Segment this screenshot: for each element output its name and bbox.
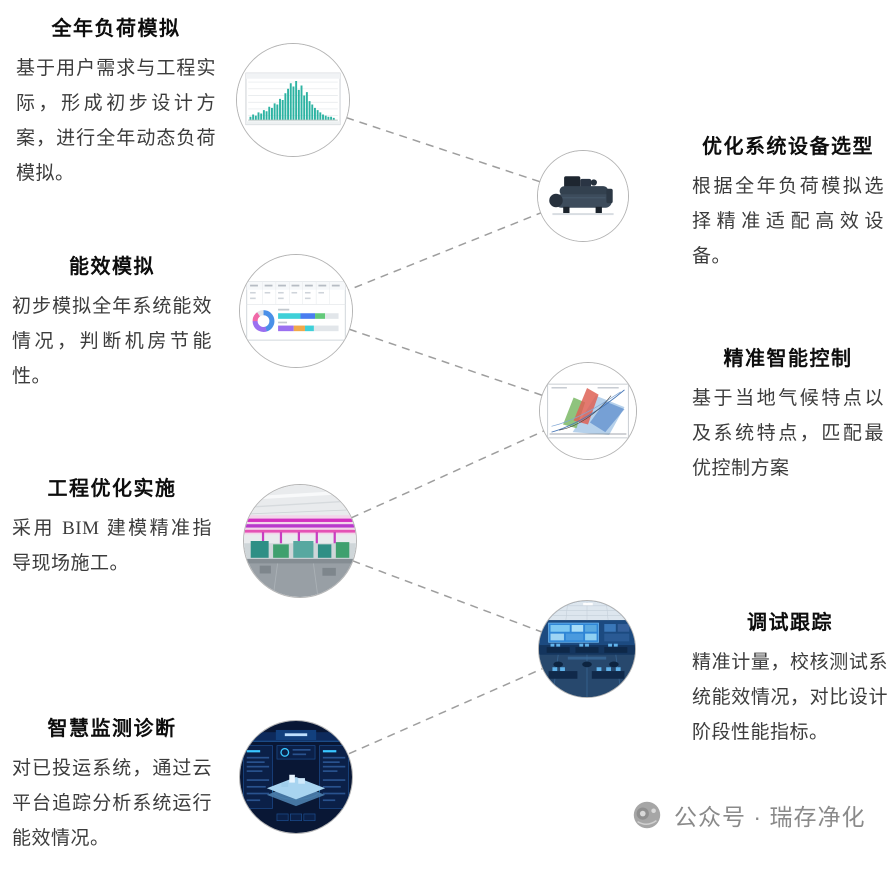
dark-monitoring-dashboard-image: [239, 720, 353, 834]
psychrometric-chart-image: [539, 362, 637, 460]
step-body: 采用 BIM 建模精准指导现场施工。: [12, 518, 212, 574]
bim-model-image: [243, 484, 357, 598]
step-body: 对已投运系统，通过云平台追踪分析系统运行能效情况。: [12, 758, 212, 849]
step-text-commissioning-tracking: 调试跟踪 精准计量，校核测试系统能效情况，对比设计阶段性能指标。: [692, 606, 888, 750]
watermark-text: 公众号 · 瑞存净化: [674, 804, 866, 830]
step-body: 精准计量，校核测试系统能效情况，对比设计阶段性能指标。: [692, 652, 888, 743]
step-body: 初步模拟全年系统能效情况，判断机房节能性。: [12, 296, 212, 387]
step-text-precise-intelligent-control: 精准智能控制 基于当地气候特点以及系统特点，匹配最优控制方案: [692, 342, 884, 486]
step-text-annual-load-simulation: 全年负荷模拟 基于用户需求与工程实际，形成初步设计方案，进行全年动态负荷模拟。: [16, 12, 216, 191]
step-title: 智慧监测诊断: [47, 718, 177, 740]
step-title: 工程优化实施: [47, 478, 177, 500]
step-title: 优化系统设备选型: [702, 136, 874, 158]
step-body: 基于用户需求与工程实际，形成初步设计方案，进行全年动态负荷模拟。: [16, 58, 216, 184]
step-title: 精准智能控制: [723, 348, 853, 370]
step-body: 基于当地气候特点以及系统特点，匹配最优控制方案: [692, 388, 884, 479]
energy-dashboard-image: [239, 254, 353, 368]
step-text-smart-monitoring-diagnosis: 智慧监测诊断 对已投运系统，通过云平台追踪分析系统运行能效情况。: [12, 712, 212, 856]
annual-load-histogram-chart-image: [236, 43, 350, 157]
step-text-engineering-optimization: 工程优化实施 采用 BIM 建模精准指导现场施工。: [12, 472, 212, 581]
step-text-equipment-selection: 优化系统设备选型 根据全年负荷模拟选择精准适配高效设备。: [692, 130, 884, 274]
publisher-logo-icon: [633, 801, 661, 829]
chiller-equipment-image: [537, 150, 629, 242]
step-body: 根据全年负荷模拟选择精准适配高效设备。: [692, 176, 884, 267]
step-text-energy-efficiency-simulation: 能效模拟 初步模拟全年系统能效情况，判断机房节能性。: [12, 250, 212, 394]
step-title: 全年负荷模拟: [51, 18, 181, 40]
step-title: 能效模拟: [69, 256, 155, 278]
control-room-image: [538, 600, 636, 698]
watermark: 公众号 · 瑞存净化: [630, 798, 865, 832]
step-title: 调试跟踪: [747, 612, 833, 634]
